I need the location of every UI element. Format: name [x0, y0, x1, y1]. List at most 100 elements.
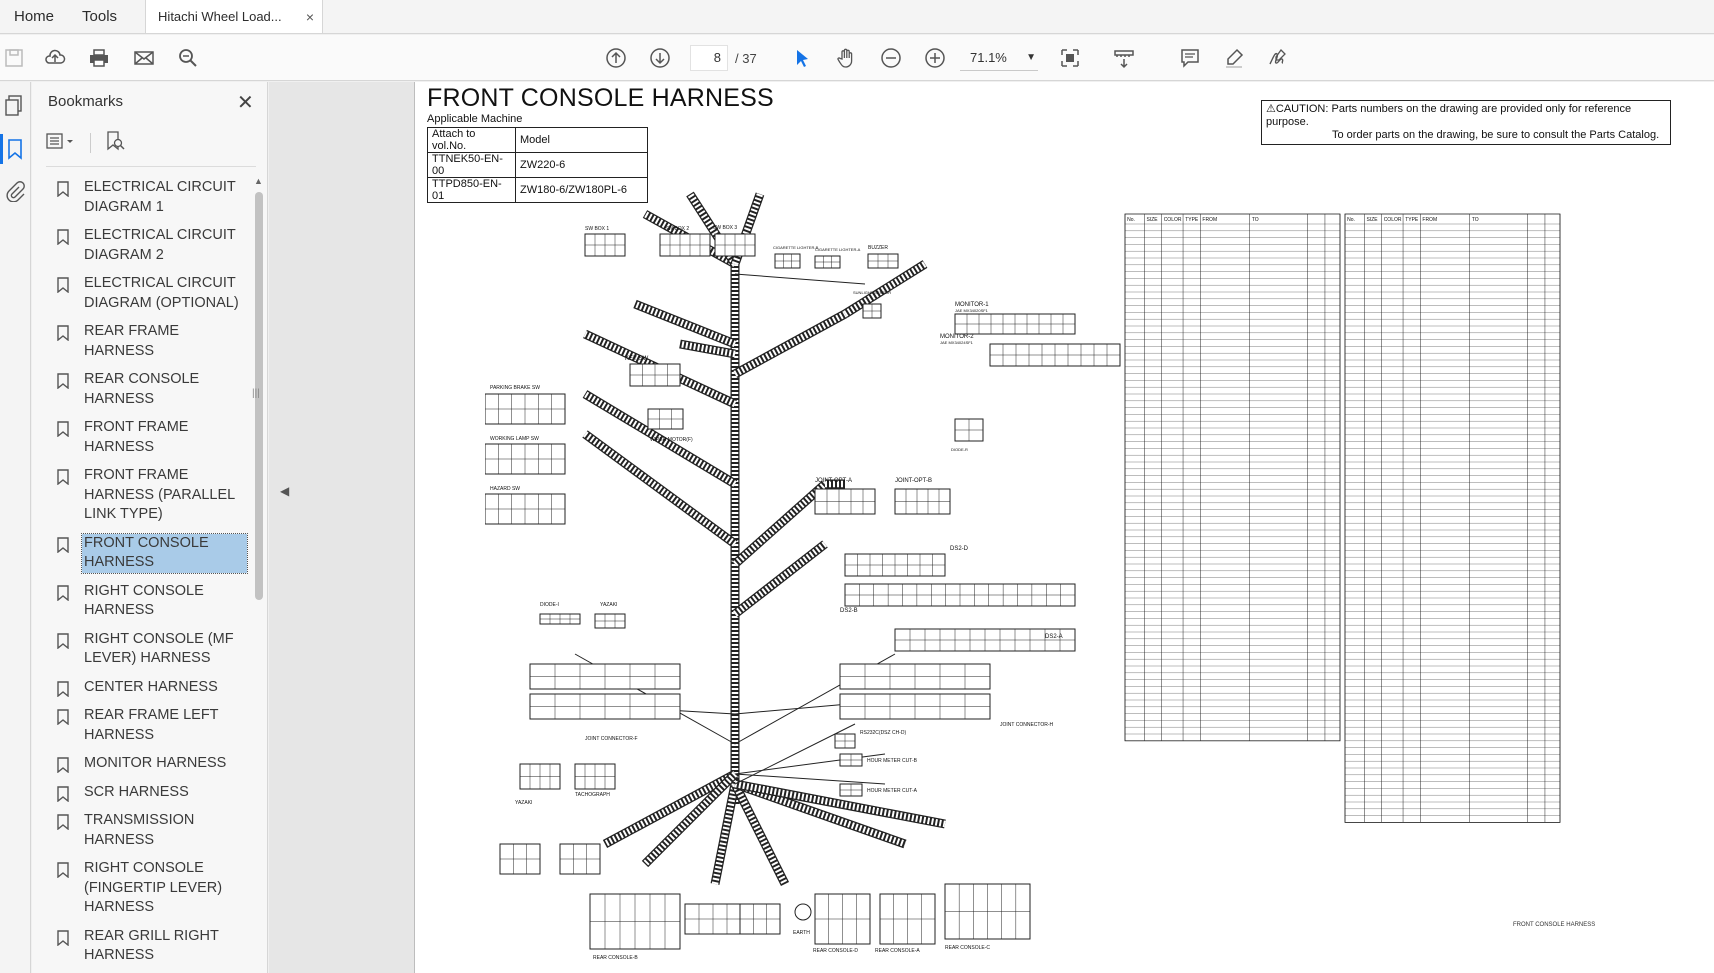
drawing-label: WIPER MOTOR(F): [650, 437, 693, 443]
harness-bundle: [732, 310, 848, 378]
bookmark-icon: [57, 584, 69, 601]
wire-table-header: TYPE: [1185, 217, 1199, 223]
wire-table: [1124, 213, 1341, 742]
scroll-thumb[interactable]: [255, 192, 263, 600]
side-rail: [0, 82, 31, 973]
bookmark-item[interactable]: ELECTRICAL CIRCUIT DIAGRAM (OPTIONAL): [50, 272, 250, 320]
drawing-label: JOINT-OPT-A: [815, 478, 852, 484]
wire-table-header: SIZE: [1367, 217, 1379, 223]
drawing-label: REAR CONSOLE-A: [875, 948, 920, 954]
caution-box: ⚠CAUTION: Parts numbers on the drawing a…: [1261, 100, 1671, 145]
wire-line: [734, 273, 866, 285]
harness-bundle-fill: [642, 771, 738, 867]
bookmark-item[interactable]: ELECTRICAL CIRCUIT DIAGRAM 2: [50, 224, 250, 272]
attachment-icon[interactable]: [4, 180, 26, 203]
drawing-label: SW BOX 1: [585, 226, 609, 232]
bookmarks-panel: Bookmarks ✕ ELECTRICAL CIRCUIT DIAGRAM 1…: [32, 82, 268, 973]
bookmark-item[interactable]: TRANSMISSION HARNESS: [50, 809, 250, 857]
bookmark-item[interactable]: CENTER HARNESS: [50, 676, 250, 705]
collapse-panel-icon[interactable]: ◀: [280, 484, 290, 498]
upload-cloud-icon[interactable]: [43, 46, 67, 70]
drawing-label: DIODE-I: [540, 602, 559, 608]
drawing-label: EARTH: [793, 930, 810, 936]
drawing-label: YAZAKI: [600, 602, 617, 608]
zoom-select[interactable]: 71.1% ▼: [960, 45, 1038, 71]
wire-table: [1344, 213, 1561, 823]
zoom-out-icon[interactable]: [879, 46, 903, 70]
comment-icon[interactable]: [1178, 46, 1202, 70]
bookmark-item[interactable]: FRONT CONSOLE HARNESS: [50, 532, 250, 580]
email-icon[interactable]: [132, 46, 156, 70]
footer-label: FRONT CONSOLE HARNESS: [1513, 922, 1596, 928]
print-icon[interactable]: [87, 46, 111, 70]
drawing-label: WORKING LAMP SW: [490, 436, 539, 442]
search-icon[interactable]: [176, 46, 200, 70]
page-thumbnails-icon[interactable]: [4, 94, 26, 116]
previous-page-icon[interactable]: [604, 46, 628, 70]
highlight-pen-icon[interactable]: [1222, 46, 1246, 70]
harness-bundle-fill: [583, 391, 737, 487]
zoom-in-icon[interactable]: [923, 46, 947, 70]
bookmark-item[interactable]: FRONT FRAME HARNESS (PARALLEL LINK TYPE): [50, 464, 250, 532]
drawing-label: CIGARETTE LIGHTER-B: [773, 245, 819, 250]
hand-tool-icon[interactable]: [834, 46, 858, 70]
bookmark-item[interactable]: FRONT FRAME HARNESS: [50, 416, 250, 464]
close-icon[interactable]: ×: [305, 9, 315, 25]
drawing-label: YAZAKI: [515, 800, 532, 806]
bookmark-icon[interactable]: [0, 134, 26, 164]
page-fit-icon[interactable]: [1058, 46, 1082, 70]
document-viewport[interactable]: ◀ FRONT CONSOLE HARNESS Applicable Machi…: [269, 82, 1714, 973]
pdf-page: FRONT CONSOLE HARNESS Applicable Machine…: [414, 82, 1714, 973]
bookmark-item[interactable]: REAR FRAME LEFT HARNESS: [50, 704, 250, 752]
bookmark-item[interactable]: RIGHT CONSOLE (MF LEVER) HARNESS: [50, 628, 250, 676]
bookmark-item[interactable]: REAR CONSOLE HARNESS: [50, 368, 250, 416]
sign-icon[interactable]: [1266, 46, 1290, 70]
bookmark-label: RIGHT CONSOLE (FINGERTIP LEVER) HARNESS: [84, 860, 223, 915]
bookmark-label: REAR CONSOLE HARNESS: [84, 371, 200, 407]
bookmark-item[interactable]: REAR GRILL RIGHT HARNESS: [50, 925, 250, 973]
find-bookmark-icon[interactable]: [105, 130, 125, 156]
save-icon[interactable]: [2, 46, 26, 70]
drawing-label: MONITOR-1: [955, 302, 989, 308]
zoom-value: 71.1%: [970, 50, 1007, 65]
bookmark-icon: [57, 421, 69, 437]
panel-resize-grip-icon[interactable]: |||: [252, 388, 260, 399]
bookmarks-tools: [46, 130, 125, 156]
bookmark-icon: [57, 862, 69, 878]
drawing-label: KEY SW: [625, 356, 649, 362]
drawing-label: HAZARD SW: [490, 486, 520, 492]
bookmark-item[interactable]: RIGHT CONSOLE HARNESS: [50, 580, 250, 628]
bookmark-item[interactable]: MONITOR HARNESS: [50, 752, 250, 781]
drawing-label: SW BOX 3: [713, 225, 737, 231]
bookmark-item[interactable]: SCR HARNESS: [50, 781, 250, 810]
bookmark-icon: [57, 469, 69, 485]
tab-home[interactable]: Home: [14, 8, 55, 25]
bookmark-icon: [57, 709, 69, 725]
bookmark-item[interactable]: ELECTRICAL CIRCUIT DIAGRAM 1: [50, 176, 250, 224]
bookmark-label: SCR HARNESS: [84, 783, 189, 800]
page-number-input[interactable]: 8: [690, 45, 728, 71]
bookmark-label: TRANSMISSION HARNESS: [84, 812, 195, 848]
drawing-label: JAE MX34020SF1: [955, 308, 989, 313]
toolbar: 8 / 37 71.1% ▼: [0, 35, 1714, 81]
scroll-mode-icon[interactable]: [1112, 46, 1136, 70]
tab-document[interactable]: Hitachi Wheel Load... ×: [145, 0, 324, 33]
bookmark-item[interactable]: RIGHT CONSOLE (FINGERTIP LEVER) HARNESS: [50, 857, 250, 925]
next-page-icon[interactable]: [648, 46, 672, 70]
bookmark-options-icon[interactable]: [46, 132, 76, 155]
drawing-label: SUNLIGHT SENSOR: [853, 290, 891, 295]
drawing-label: JOINT-OPT-B: [895, 478, 932, 484]
page-total: / 37: [735, 51, 757, 66]
drawing-label: HOUR METER CUT-B: [867, 758, 918, 764]
scroll-up-icon[interactable]: ▲: [254, 176, 263, 186]
tab-tools[interactable]: Tools: [82, 8, 118, 25]
bookmarks-scrollbar[interactable]: ▲: [252, 176, 264, 973]
tab-document-label: Hitachi Wheel Load...: [158, 9, 282, 24]
drawing-label: DS2-B: [840, 608, 858, 614]
table-cell: TTPD850-EN-01: [427, 177, 516, 203]
select-pointer-icon[interactable]: [790, 46, 814, 70]
bookmark-item[interactable]: REAR FRAME HARNESS: [50, 320, 250, 368]
close-panel-icon[interactable]: ✕: [237, 92, 254, 114]
bookmark-label: MONITOR HARNESS: [84, 755, 227, 771]
